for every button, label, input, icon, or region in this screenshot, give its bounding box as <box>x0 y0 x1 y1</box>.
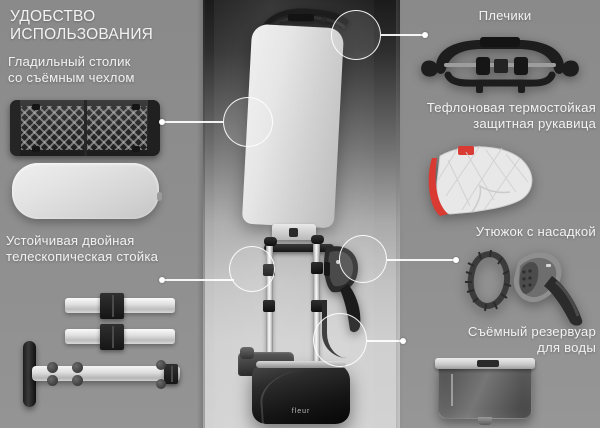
water-tank-seam <box>450 374 453 406</box>
page-title-line1: УДОБСТВО <box>10 8 96 25</box>
callout-label-iron: Утюжок с насадкой <box>475 224 596 239</box>
callout-circle-hanger[interactable] <box>331 10 381 60</box>
callout-dot-hanger <box>422 32 428 38</box>
board-clip-br <box>132 146 140 152</box>
panel-seam-left <box>197 0 205 428</box>
pole-top-cap-right <box>311 235 324 244</box>
callout-label-stand-line2: телескопическая стойка <box>6 249 159 264</box>
callout-dot-water-tank <box>400 338 406 344</box>
stand-wheel-3 <box>72 362 83 373</box>
callout-label-hanger: Плечики <box>478 8 532 23</box>
steamer-crossbar <box>264 244 334 252</box>
board-clip-tr <box>132 104 140 110</box>
pole-top-cap-left <box>264 237 277 246</box>
board-clip-bl <box>32 146 40 152</box>
pole-clip-right-upper <box>311 262 323 274</box>
callout-label-ironing-board-line1: Гладильный столик <box>8 54 131 69</box>
steamer-base-unit: fleur <box>252 361 350 425</box>
pole-clip-right-lower <box>311 300 323 312</box>
board-right-band <box>148 100 160 156</box>
board-clip-tl <box>32 104 40 110</box>
callout-circle-stand[interactable] <box>229 246 275 292</box>
callout-dot-stand <box>159 277 165 283</box>
board-center-seam <box>83 100 87 156</box>
telescopic-joint-lower <box>100 324 124 350</box>
heat-glove-icon <box>424 140 548 218</box>
callout-circle-ironing-board[interactable] <box>223 97 273 147</box>
callout-line-ironing-board <box>162 121 223 123</box>
stand-wheel-4 <box>72 375 83 386</box>
water-tank-lid <box>435 358 535 369</box>
clothes-hanger-icon <box>418 31 582 93</box>
callout-line-hanger <box>381 34 425 36</box>
steamer-base-rim <box>255 361 347 368</box>
stand-wheel-6 <box>156 379 166 389</box>
callout-circle-iron[interactable] <box>339 235 387 283</box>
stand-wheel-1 <box>47 362 58 373</box>
page-title-line2: ИСПОЛЬЗОВАНИЯ <box>10 26 154 43</box>
stand-foot-bar <box>32 366 180 381</box>
callout-label-tank-line2: для воды <box>537 340 596 355</box>
stand-wheel-5 <box>156 360 166 370</box>
callout-line-stand <box>164 279 234 281</box>
cover-pull-tab <box>157 192 162 202</box>
steamer-brand-mark: fleur <box>291 408 311 415</box>
stand-foot-lock <box>164 364 178 384</box>
pole-clip-left-lower <box>263 300 275 312</box>
water-tank-nozzle <box>477 417 492 425</box>
steamer-bracket-lock <box>289 228 298 237</box>
callout-line-iron <box>387 259 457 261</box>
panel-seam-right <box>396 0 404 428</box>
telescopic-joint-upper <box>100 293 124 319</box>
callout-label-ironing-board-line2: со съёмным чехлом <box>8 70 135 85</box>
callout-dot-ironing-board <box>159 119 165 125</box>
steamer-base-accent <box>258 367 340 425</box>
callout-circle-water-tank[interactable] <box>313 313 367 367</box>
board-left-band <box>10 100 20 156</box>
callout-line-water-tank <box>367 340 403 342</box>
water-tank-icon <box>435 358 535 425</box>
steamer-tank-handle <box>240 347 254 359</box>
callout-label-glove-line2: защитная рукавица <box>473 116 596 131</box>
callout-label-stand-line1: Устойчивая двойная <box>6 233 135 248</box>
ironing-board-icon <box>10 100 160 156</box>
board-cover-icon <box>12 163 162 219</box>
stand-wheel-2 <box>47 375 58 386</box>
steam-iron-icon <box>462 244 592 326</box>
callout-label-tank-line1: Съёмный резервуар <box>467 324 596 339</box>
stand-foot-post <box>23 341 36 407</box>
callout-dot-iron <box>453 257 459 263</box>
callout-label-glove-line1: Тефлоновая термостойкая <box>426 100 596 115</box>
